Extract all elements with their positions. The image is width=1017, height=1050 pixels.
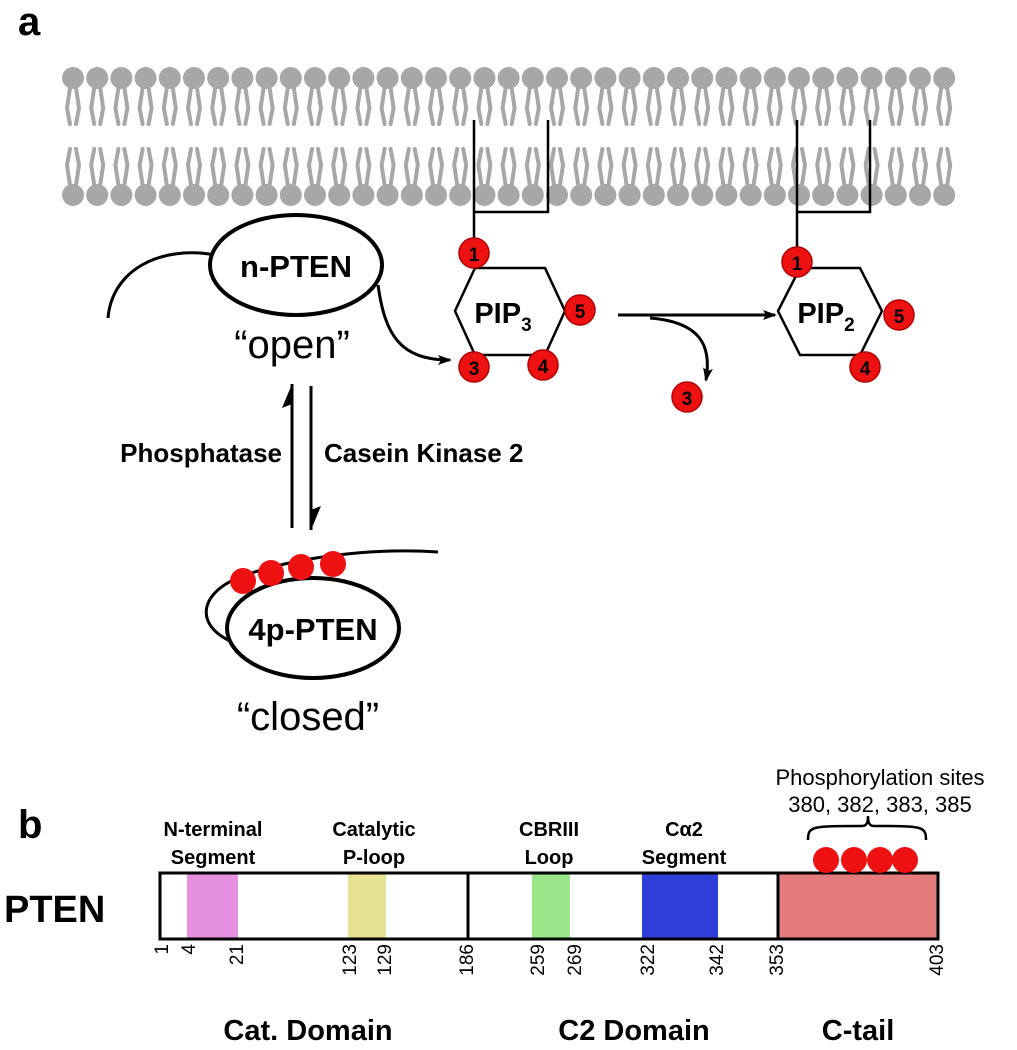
- domain-c-tail: C-tail: [822, 1015, 895, 1047]
- tick-259: 259: [528, 944, 549, 976]
- pip3-phosphate-1: 1: [458, 237, 490, 269]
- tick-129: 129: [375, 944, 396, 976]
- protein-label: PTEN: [4, 889, 105, 931]
- phospho-bracket: [806, 815, 928, 841]
- phospho-sites: 380, 382, 383, 385: [788, 792, 972, 817]
- n-pten-label: n-PTEN: [240, 249, 352, 284]
- pip3-phosphate-3: 3: [458, 351, 490, 383]
- segment-label-nterm-1: N-terminal: [164, 819, 263, 841]
- dephosphorylation-arrow: [376, 284, 452, 365]
- n-pten-ellipse: [208, 213, 384, 317]
- segment-label-ca2-1: Cα2: [665, 819, 703, 841]
- domain-cat: Cat. Domain: [223, 1015, 392, 1047]
- segment-label-cbriii-1: CBRIII: [519, 819, 579, 841]
- casein-kinase-label: Casein Kinase 2: [324, 438, 523, 468]
- segment-label-cbriii-2: Loop: [525, 847, 574, 869]
- pip3-phosphate-4: 4: [527, 349, 559, 381]
- pip3-label: PIP3: [474, 298, 531, 336]
- protein-bar-outline: [158, 871, 940, 941]
- domain-c2: C2 Domain: [558, 1015, 709, 1047]
- svg-text:1: 1: [792, 254, 803, 275]
- phospho-title: Phosphorylation sites: [775, 765, 984, 790]
- segment-p-loop: [348, 873, 386, 939]
- equilibrium-arrow-down-head: [311, 506, 321, 530]
- svg-text:3: 3: [682, 389, 693, 410]
- segment-label-ploop-1: Catalytic: [332, 819, 415, 841]
- c-tail-phosphates: [813, 847, 918, 873]
- panel-a-label: a: [18, 0, 41, 44]
- n-pten-tail: [106, 251, 216, 319]
- svg-text:5: 5: [894, 307, 905, 328]
- pip2-label: PIP2: [797, 298, 854, 336]
- tick-21: 21: [227, 944, 248, 965]
- svg-text:5: 5: [575, 302, 586, 323]
- segment-label-ca2-2: Segment: [642, 847, 727, 869]
- pip2-phosphate-4: 4: [849, 351, 881, 383]
- pip2-lipid-anchor: [795, 120, 872, 214]
- svg-text:1: 1: [469, 245, 480, 266]
- segment-ca2: [642, 873, 718, 939]
- tick-4: 4: [179, 944, 200, 955]
- tick-342: 342: [707, 944, 728, 976]
- tick-186: 186: [457, 944, 478, 976]
- panel-b-label: b: [18, 803, 42, 847]
- pip2-phosphate-5: 5: [883, 299, 915, 331]
- tick-403: 403: [927, 944, 948, 976]
- p-pten-ellipse: [225, 576, 401, 680]
- p-pten-phosphates: [230, 551, 346, 594]
- open-state-label: “open”: [234, 323, 350, 367]
- p-pten-label: 4p-PTEN: [248, 612, 377, 647]
- equilibrium-arrow-up-head: [282, 384, 292, 408]
- tick-1: 1: [152, 944, 173, 955]
- phosphatase-label: Phosphatase: [120, 438, 282, 468]
- tick-123: 123: [340, 944, 361, 976]
- closed-state-label: “closed”: [237, 695, 379, 739]
- segment-cbriii-loop: [532, 873, 570, 939]
- tick-353: 353: [767, 944, 788, 976]
- segment-n-terminal: [187, 873, 238, 939]
- pip3-lipid-anchor: [472, 120, 550, 214]
- segment-c-tail: [778, 873, 938, 939]
- segment-label-nterm-2: Segment: [171, 847, 256, 869]
- svg-text:3: 3: [469, 359, 480, 380]
- tick-269: 269: [565, 944, 586, 976]
- svg-text:4: 4: [860, 359, 871, 380]
- released-phosphate-3: 3: [671, 381, 703, 413]
- svg-text:4: 4: [538, 357, 549, 378]
- phosphate-release-arrow: [649, 316, 713, 382]
- tick-322: 322: [638, 944, 659, 976]
- lipid-bilayer: [62, 67, 956, 206]
- pip2-phosphate-1: 1: [781, 246, 813, 278]
- segment-label-ploop-2: P-loop: [343, 847, 405, 869]
- pip3-phosphate-5: 5: [564, 294, 596, 326]
